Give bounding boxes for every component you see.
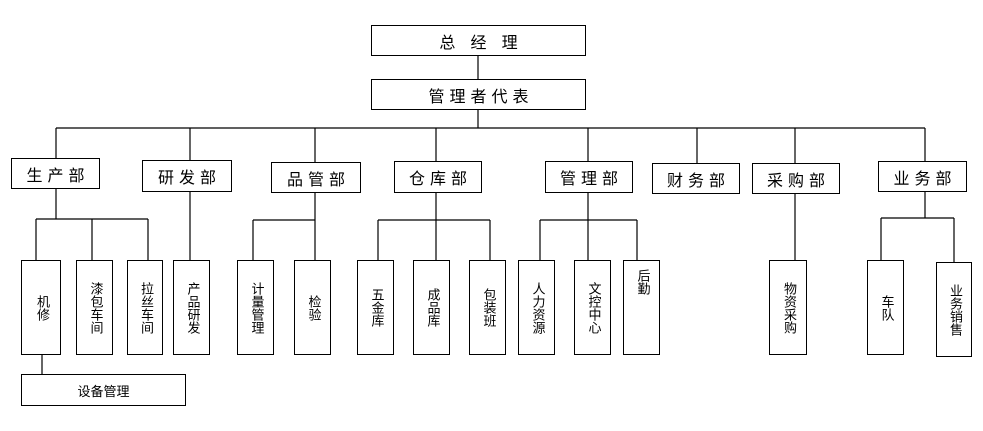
unit-product-dev-box: 产品研发 [173,260,210,355]
unit-hr-label: 人力资源 [529,281,545,334]
dept-management-label: 管理部 [559,169,623,188]
unit-sales-box: 业务销售 [936,262,972,357]
dept-production-box: 生产部 [11,158,100,189]
unit-metrology-label: 计量管理 [248,281,264,334]
unit-finished-store-box: 成品库 [413,260,450,355]
unit-hardware-store-box: 五金库 [357,260,394,355]
dept-business-box: 业务部 [878,161,967,192]
unit-inspection-box: 检验 [294,260,331,355]
unit-logistics-box: 后勤 [623,260,660,355]
unit-equipment-label: 设备管理 [77,384,130,400]
unit-packing-team-box: 包装班 [469,260,506,355]
management-rep-box: 管理者代表 [371,79,586,110]
unit-paint-pack-box: 漆包车间 [76,260,113,355]
dept-finance-label: 财务部 [666,170,730,190]
dept-quality-label: 品管部 [286,169,350,189]
unit-doc-center-box: 文控中心 [574,260,611,355]
dept-purchasing-box: 采购部 [752,163,840,194]
dept-management-box: 管理部 [545,161,633,193]
dept-rnd-box: 研发部 [142,160,232,192]
dept-production-label: 生产部 [26,165,90,185]
unit-packing-team-label: 包装班 [480,288,496,327]
ceo-box: 总 经 理 [371,25,586,56]
unit-sales-label: 业务销售 [947,283,962,336]
unit-fleet-box: 车队 [867,260,904,355]
unit-wire-draw-box: 拉丝车间 [127,260,163,355]
unit-materials-label: 物资采购 [781,281,796,334]
unit-materials-box: 物资采购 [769,260,807,355]
dept-purchasing-label: 采购部 [766,170,830,190]
unit-machine-repair-label: 机修 [34,294,49,321]
dept-warehouse-label: 仓库部 [408,169,472,188]
unit-doc-center-label: 文控中心 [585,281,601,334]
unit-finished-store-label: 成品库 [424,288,440,327]
unit-wire-draw-label: 拉丝车间 [138,281,153,334]
dept-business-label: 业务部 [893,168,957,188]
dept-rnd-label: 研发部 [157,168,221,187]
unit-hardware-store-label: 五金库 [368,288,384,327]
ceo-label: 总 经 理 [439,32,523,52]
unit-metrology-box: 计量管理 [237,260,274,355]
dept-warehouse-box: 仓库部 [394,161,482,193]
unit-inspection-label: 检验 [305,294,321,321]
dept-finance-box: 财务部 [652,163,740,194]
unit-paint-pack-label: 漆包车间 [87,281,103,334]
unit-fleet-label: 车队 [878,294,894,321]
unit-machine-repair-box: 机修 [21,260,61,355]
management-rep-label: 管理者代表 [428,86,534,106]
dept-quality-box: 品管部 [271,162,361,193]
unit-hr-box: 人力资源 [518,260,555,355]
unit-equipment-box: 设备管理 [21,374,186,406]
unit-product-dev-label: 产品研发 [184,281,200,334]
unit-logistics-label: 后勤 [634,269,650,295]
